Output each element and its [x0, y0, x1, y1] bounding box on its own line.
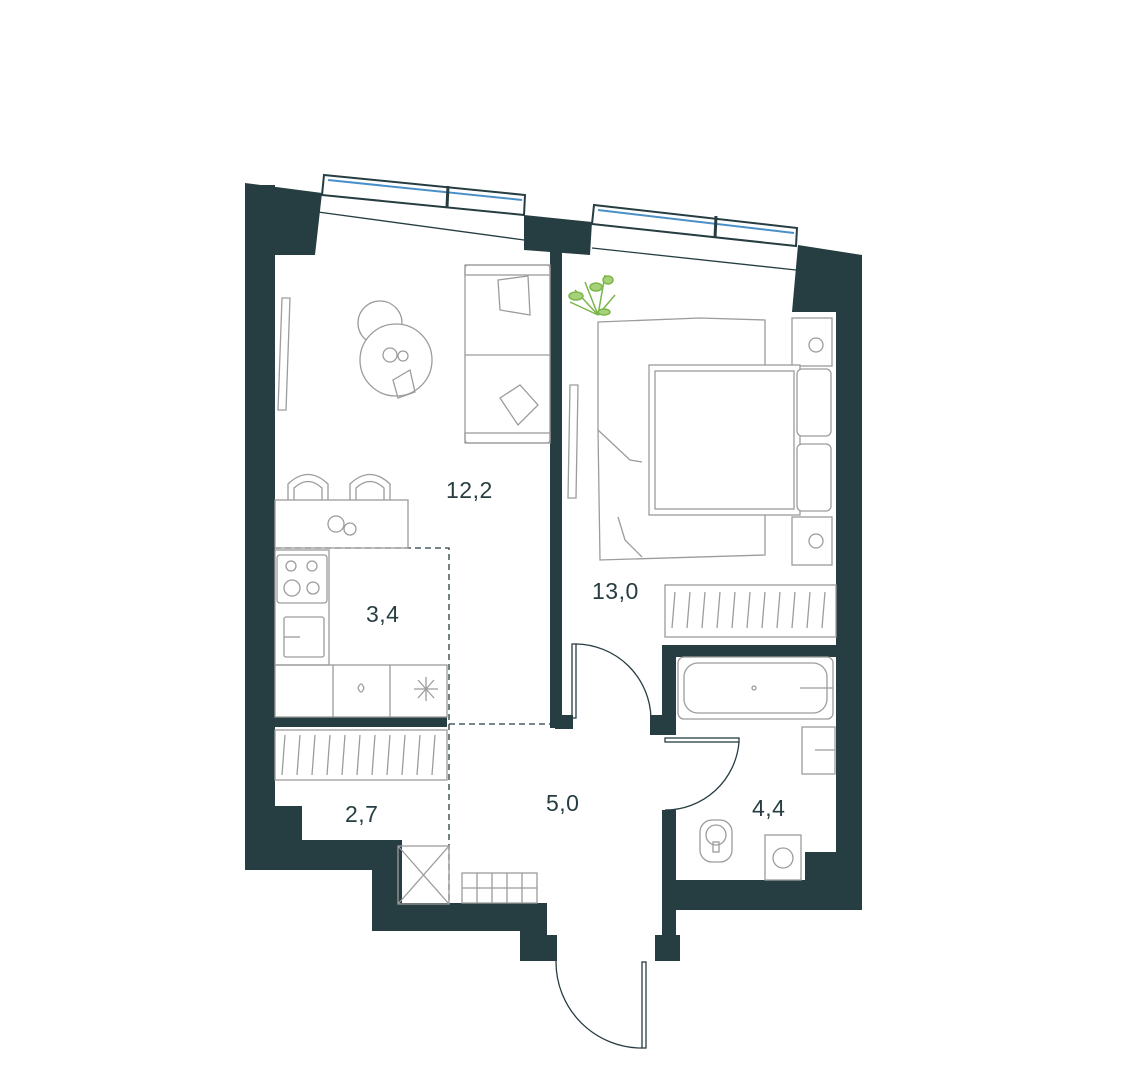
- doors: [555, 643, 740, 1049]
- room-area-bedroom: 13,0: [592, 578, 639, 604]
- room-area-storage: 2,7: [345, 801, 379, 827]
- living-furniture: [274, 264, 551, 549]
- hall-furniture: [461, 872, 538, 904]
- bathroom-furniture: [677, 656, 836, 881]
- walls: [245, 183, 862, 961]
- zone-lines: [275, 547, 552, 900]
- room-area-hall: 5,0: [546, 790, 580, 816]
- room-area-living: 12,2: [446, 477, 493, 503]
- room-area-kitchen: 3,4: [366, 601, 400, 627]
- storage-furniture: [274, 729, 450, 905]
- room-area-bathroom: 4,4: [752, 795, 786, 821]
- plant-icon: [568, 274, 616, 316]
- bedroom-furniture: [567, 317, 837, 638]
- kitchen-furniture: [274, 549, 448, 718]
- windows: [317, 173, 799, 271]
